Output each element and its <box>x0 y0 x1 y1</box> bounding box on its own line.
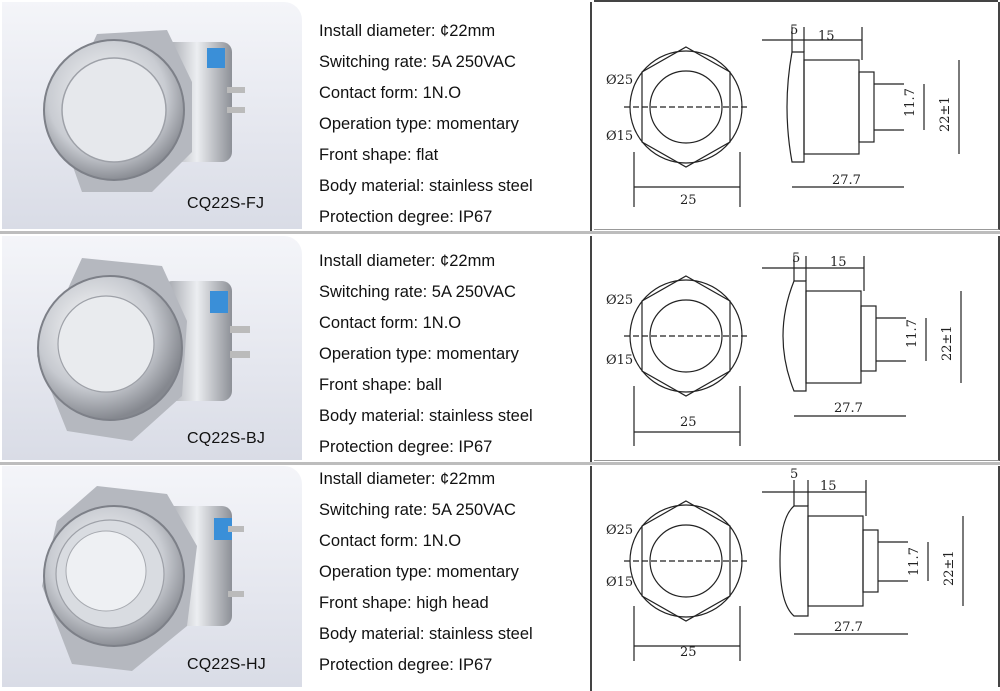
dim-outer-dia: Ø25 <box>606 293 633 308</box>
product-photo-panel: CQ22S-HJ <box>2 466 302 687</box>
dim-pin-span: 11.7 <box>905 319 920 348</box>
dim-total-dia: 22±1 <box>938 96 953 132</box>
spec-install-diameter: Install diameter: ¢22mm <box>319 470 496 488</box>
model-label: CQ22S-BJ <box>187 430 266 447</box>
dimension-drawing: Ø25 Ø15 25 5 15 27.7 11.7 22±1 <box>594 466 1000 687</box>
switch-photo <box>43 30 245 192</box>
dim-head: 5 <box>790 467 798 482</box>
spec-front-shape: Front shape: ball <box>319 376 442 394</box>
spec-operation-type: Operation type: momentary <box>319 345 519 363</box>
dim-total-dia: 22±1 <box>940 325 955 361</box>
dim-thread: 15 <box>820 479 837 494</box>
product-row-fj: CQ22S-FJ Install diameter: ¢22mm Switchi… <box>0 0 1000 233</box>
spec-list: Install diameter: ¢22mm Switching rate: … <box>310 466 592 691</box>
dim-hex-width: 25 <box>680 415 697 430</box>
model-label: CQ22S-FJ <box>187 195 265 212</box>
dim-thread: 15 <box>818 29 835 44</box>
top-border <box>594 0 998 2</box>
spec-protection-degree: Protection degree: IP67 <box>319 208 493 226</box>
spec-protection-degree: Protection degree: IP67 <box>319 438 493 456</box>
spec-install-diameter: Install diameter: ¢22mm <box>319 22 496 40</box>
model-label: CQ22S-HJ <box>187 656 266 673</box>
dim-inner-dia: Ø15 <box>606 129 633 144</box>
spec-list: Install diameter: ¢22mm Switching rate: … <box>310 236 592 464</box>
spec-contact-form: Contact form: 1N.O <box>319 532 462 550</box>
spec-operation-type: Operation type: momentary <box>319 115 519 133</box>
spec-switching-rate: Switching rate: 5A 250VAC <box>319 53 516 71</box>
spec-protection-degree: Protection degree: IP67 <box>319 656 493 674</box>
dim-outer-dia: Ø25 <box>606 523 633 538</box>
dimension-drawing: Ø25 Ø15 25 5 15 27.7 11.7 22±1 <box>594 2 1000 230</box>
spec-operation-type: Operation type: momentary <box>319 563 519 581</box>
spec-body-material: Body material: stainless steel <box>319 177 533 195</box>
switch-photo <box>37 258 250 441</box>
dim-head: 5 <box>792 251 800 266</box>
spec-switching-rate: Switching rate: 5A 250VAC <box>319 501 516 519</box>
dim-total-dia: 22±1 <box>942 550 957 586</box>
dim-thread: 15 <box>830 255 847 270</box>
dim-body-length: 27.7 <box>834 401 863 416</box>
spec-front-shape: Front shape: high head <box>319 594 489 612</box>
product-photo-panel: CQ22S-BJ <box>2 236 302 460</box>
spec-contact-form: Contact form: 1N.O <box>319 84 462 102</box>
spec-body-material: Body material: stainless steel <box>319 407 533 425</box>
spec-contact-form: Contact form: 1N.O <box>319 314 462 332</box>
dim-pin-span: 11.7 <box>907 547 922 576</box>
dim-hex-width: 25 <box>680 193 697 208</box>
spec-body-material: Body material: stainless steel <box>319 625 533 643</box>
spec-list: Install diameter: ¢22mm Switching rate: … <box>310 2 592 233</box>
product-row-bj: CQ22S-BJ Install diameter: ¢22mm Switchi… <box>0 234 1000 464</box>
dim-inner-dia: Ø15 <box>606 353 633 368</box>
dim-inner-dia: Ø15 <box>606 575 633 590</box>
dimension-drawing: Ø25 Ø15 25 5 15 27.7 11.7 22±1 <box>594 236 1000 461</box>
dim-body-length: 27.7 <box>834 620 863 635</box>
dim-outer-dia: Ø25 <box>606 73 633 88</box>
dim-head: 5 <box>790 23 798 38</box>
spec-switching-rate: Switching rate: 5A 250VAC <box>319 283 516 301</box>
switch-photo <box>42 486 244 671</box>
row-separator <box>0 231 1000 234</box>
product-photo-panel: CQ22S-FJ <box>2 2 302 229</box>
dim-hex-width: 25 <box>680 645 697 660</box>
spec-install-diameter: Install diameter: ¢22mm <box>319 252 496 270</box>
row-separator <box>0 462 1000 465</box>
spec-front-shape: Front shape: flat <box>319 146 439 164</box>
dim-pin-span: 11.7 <box>903 88 918 117</box>
dim-body-length: 27.7 <box>832 173 861 188</box>
product-row-hj: CQ22S-HJ Install diameter: ¢22mm Switchi… <box>0 464 1000 691</box>
